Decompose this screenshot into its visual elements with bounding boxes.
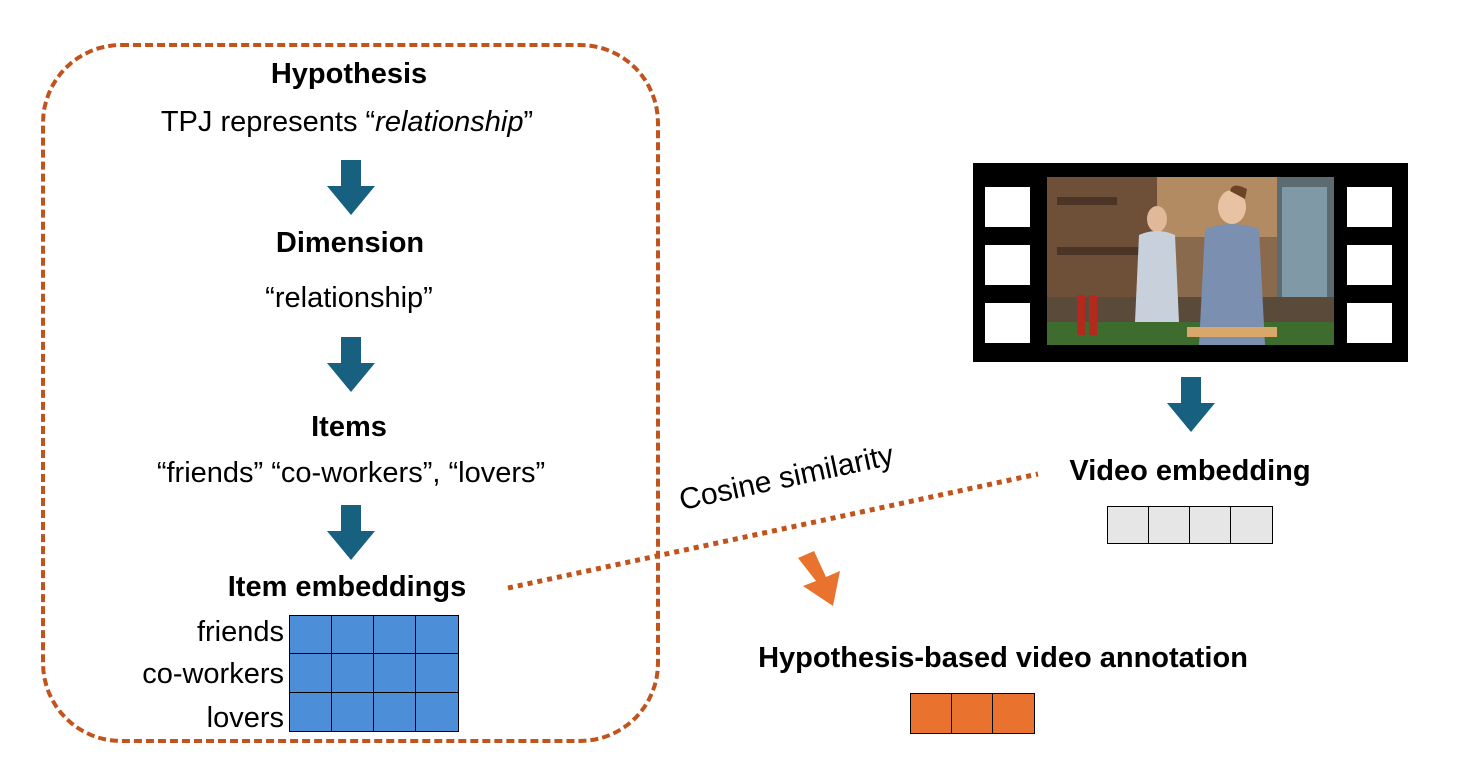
dimension-title: Dimension [275,227,425,259]
matrix-cell [416,616,458,655]
film-sprocket [985,245,1030,285]
vector-cell [1108,507,1149,543]
vector-cell [911,694,952,733]
matrix-cell [416,692,458,731]
diagonal-down-arrow-icon [798,551,840,606]
vector-cell [1149,507,1190,543]
annotation-title: Hypothesis-based video annotation [758,642,1248,674]
film-sprocket [1347,187,1392,227]
row-label-co-workers: co-workers [142,658,284,690]
hypothesis-text-suffix: ” [523,106,534,138]
hypothesis-text: TPJ represents “relationship” [161,108,533,137]
video-frame-image [1047,177,1334,345]
hypothesis-pipeline-box [41,43,660,743]
matrix-cell [374,654,416,693]
down-arrow-icon [1167,377,1215,432]
row-label-friends: friends [196,616,284,648]
row-label-lovers: lovers [206,702,284,734]
annotation-vector [910,693,1035,734]
film-sprocket [985,187,1030,227]
vector-cell [1231,507,1272,543]
matrix-cell [332,692,374,731]
down-arrow-icon [327,160,375,215]
dimension-text: “relationship” [265,282,433,314]
vector-cell [993,694,1034,733]
vector-cell [1190,507,1231,543]
items-title: Items [311,411,387,443]
matrix-cell [332,616,374,655]
down-arrow-icon [327,505,375,560]
hypothesis-text-italic: relationship [375,106,524,138]
matrix-cell [290,654,332,693]
video-film-strip [973,163,1408,362]
matrix-cell [290,692,332,731]
item-embedding-matrix [289,615,459,732]
matrix-cell [374,692,416,731]
matrix-cell [416,654,458,693]
film-sprocket [1347,303,1392,343]
matrix-cell [374,616,416,655]
down-arrow-icon [327,337,375,392]
matrix-cell [290,616,332,655]
items-text: “friends” “co-workers”, “lovers” [156,457,546,489]
vector-cell [952,694,993,733]
matrix-cell [332,654,374,693]
film-sprocket [1347,245,1392,285]
video-embedding-vector [1107,506,1273,544]
hypothesis-text-prefix: TPJ represents “ [160,106,376,138]
video-embedding-title: Video embedding [1069,455,1311,487]
hypothesis-title: Hypothesis [270,58,428,90]
item-embeddings-title: Item embeddings [227,571,467,603]
film-sprocket [985,303,1030,343]
